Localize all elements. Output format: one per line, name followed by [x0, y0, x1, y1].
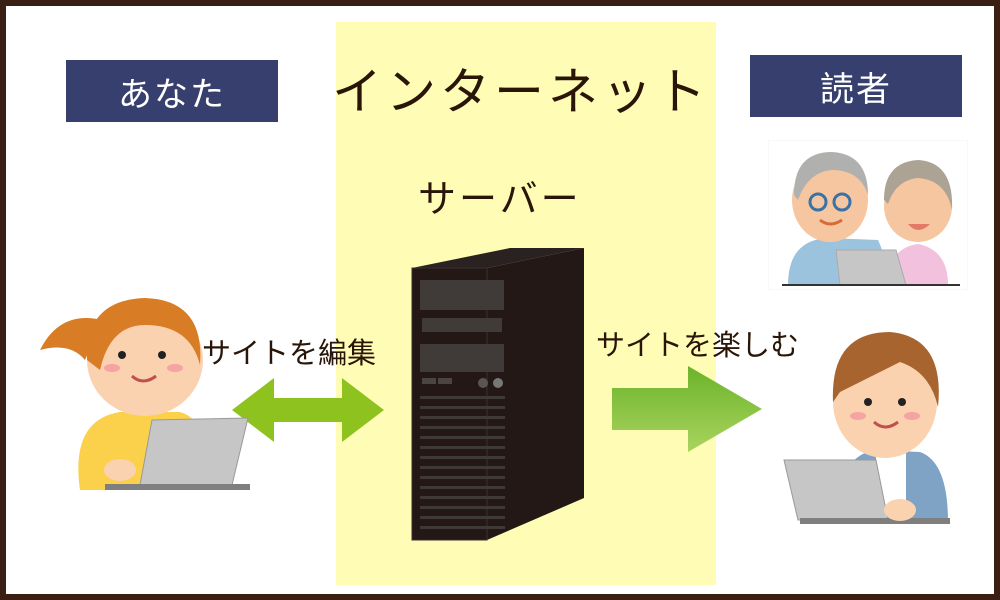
internet-title: インターネット: [332, 63, 710, 121]
edit-double-arrow-icon: [232, 378, 384, 442]
woman-with-laptop-icon: [40, 298, 250, 490]
edit-site-label: サイトを編集: [202, 336, 377, 370]
readers-label: 読者: [750, 55, 962, 117]
server-icon: [411, 248, 584, 541]
elderly-couple-icon: [768, 140, 968, 290]
enjoy-arrow-icon: [612, 366, 762, 452]
man-with-laptop-icon: [783, 332, 950, 524]
enjoy-site-label: サイトを楽しむ: [596, 328, 800, 362]
server-label: サーバー: [418, 177, 582, 221]
you-label: あなた: [66, 60, 278, 122]
